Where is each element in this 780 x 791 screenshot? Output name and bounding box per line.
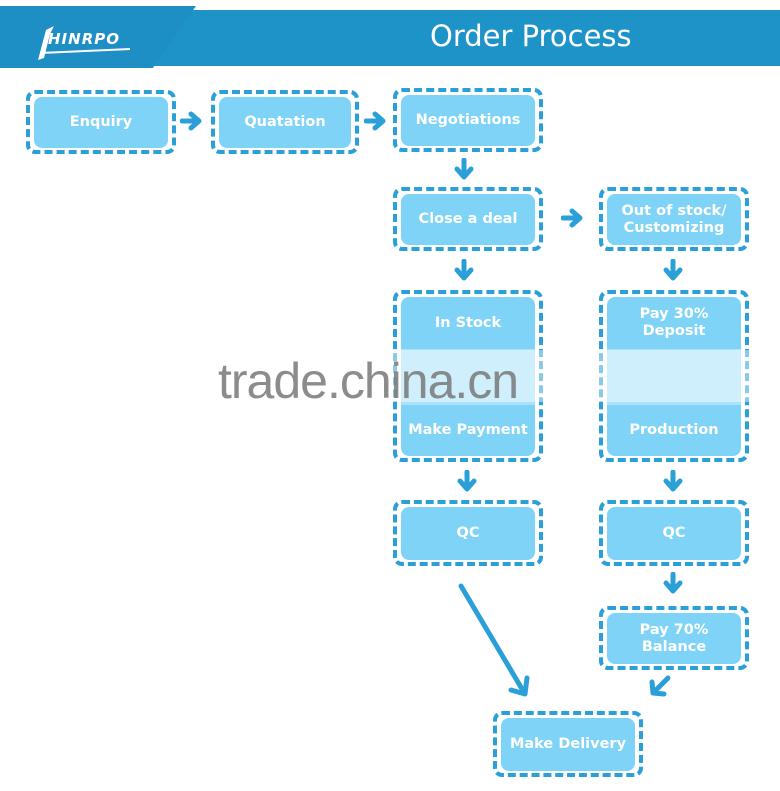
logo-mark-icon (38, 26, 54, 60)
watermark-band (390, 350, 560, 402)
step-close-deal: Close a deal (393, 187, 543, 251)
fill-middle (607, 349, 741, 405)
arrow-diagonal-long-icon (458, 583, 530, 697)
step-qc-right: QC (599, 500, 749, 566)
arrow-right-icon (561, 208, 583, 228)
step-enquiry: Enquiry (26, 90, 176, 154)
logo-text: HINRPO (48, 30, 120, 48)
step-deposit-production: Pay 30% Deposit Production (599, 290, 749, 462)
arrow-down-icon (454, 158, 474, 180)
watermark-band (592, 350, 762, 402)
arrow-diagonal-short-icon (649, 675, 671, 697)
arrow-down-icon (663, 572, 683, 594)
step-out-of-stock: Out of stock/ Customizing (599, 187, 749, 251)
watermark-text: trade.china.cn (218, 353, 519, 409)
step-make-payment: Make Payment (401, 405, 535, 456)
step-qc-left: QC (393, 500, 543, 566)
step-in-stock-payment: In Stock Make Payment (393, 290, 543, 462)
page-title: Order Process (430, 19, 632, 53)
logo-underline-icon (40, 48, 130, 54)
step-quotation: Quatation (211, 90, 359, 154)
arrow-down-icon (663, 259, 683, 281)
step-in-stock: In Stock (401, 297, 535, 349)
step-balance: Pay 70% Balance (599, 606, 749, 670)
arrow-down-icon (663, 470, 683, 492)
arrow-right-icon (364, 111, 386, 131)
step-negotiations: Negotiations (393, 88, 543, 152)
arrow-down-icon (454, 259, 474, 281)
arrow-right-icon (180, 111, 202, 131)
step-production: Production (607, 405, 741, 456)
step-delivery: Make Delivery (493, 711, 643, 777)
fill-middle (401, 349, 535, 405)
step-deposit: Pay 30% Deposit (607, 297, 741, 349)
arrow-down-icon (457, 470, 477, 492)
